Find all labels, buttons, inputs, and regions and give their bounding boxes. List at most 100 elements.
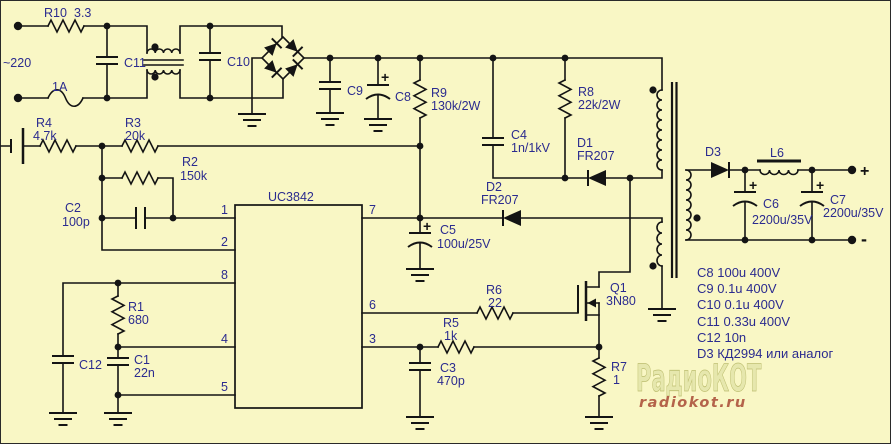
resistor-r6: R6 22 <box>475 283 515 321</box>
d2-value: FR207 <box>481 193 519 207</box>
r2-value: 150k <box>180 169 208 183</box>
c1-ref: C1 <box>134 353 150 367</box>
c6-ref: C6 <box>763 197 779 211</box>
fuse-f1: 1A <box>46 80 85 108</box>
d1-value: FR207 <box>577 149 615 163</box>
note-line: C11 0.33u 400V <box>697 314 790 329</box>
resistor-r3: R3 20k <box>120 116 160 154</box>
pin-1-label: 1 <box>221 203 228 217</box>
r4-ref: R4 <box>36 116 52 130</box>
c2-ref: C2 <box>65 201 81 215</box>
c5-plus-sign: + <box>423 218 431 234</box>
c2-value: 100p <box>62 215 90 229</box>
c7-ref: C7 <box>830 193 846 207</box>
capacitor-c6: + C6 2200u/35V <box>732 177 813 227</box>
c7-plus-sign: + <box>816 177 824 193</box>
resistor-r7: R7 1 <box>591 356 627 398</box>
r7-value: 1 <box>613 373 620 387</box>
r9-ref: R9 <box>431 86 447 100</box>
capacitor-c4: C4 1n/1kV <box>482 128 551 155</box>
d2-ref: D2 <box>486 180 502 194</box>
c6-plus-sign: + <box>749 177 757 193</box>
c8-plus-sign: + <box>381 69 389 85</box>
common-mode-choke <box>143 43 184 81</box>
pin-3-label: 3 <box>369 332 376 346</box>
battery-cell-symbol <box>10 128 25 164</box>
pin-8-label: 8 <box>221 268 228 282</box>
capacitor-c11: C11 <box>96 56 146 70</box>
r6-ref: R6 <box>486 283 502 297</box>
parts-notes: C8 100u 400V C9 0.1u 400V C10 0.1u 400V … <box>697 265 833 361</box>
r3-ref: R3 <box>125 116 141 130</box>
radiokot-url: radiokot.ru <box>639 395 747 411</box>
r1-ref: R1 <box>128 300 144 314</box>
capacitor-c8: + C8 <box>365 69 411 104</box>
c9-ref: C9 <box>347 84 363 98</box>
c6-value: 2200u/35V <box>752 213 813 227</box>
capacitor-c12: C12 <box>52 355 102 372</box>
r7-ref: R7 <box>611 360 627 374</box>
pin-4-label: 4 <box>221 332 228 346</box>
pin-5-label: 5 <box>221 380 228 394</box>
output-plus-sign: + <box>860 163 869 180</box>
c8-ref: C8 <box>395 90 411 104</box>
radiokot-logo: РадиоКОТ radiokot.ru <box>636 357 762 411</box>
mains-voltage-label: ~220 <box>3 56 31 70</box>
inductor-l6: L6 <box>757 146 801 176</box>
output-minus-sign: - <box>861 229 867 249</box>
output-terminal-plus <box>847 165 857 175</box>
note-line: C8 100u 400V <box>697 265 780 280</box>
ic-uc3842: UC3842 1 2 8 4 5 7 6 3 <box>221 190 376 409</box>
r8-ref: R8 <box>578 85 594 99</box>
q1-ref: Q1 <box>610 281 627 295</box>
d1-ref: D1 <box>577 136 593 150</box>
c10-ref: C10 <box>227 55 250 69</box>
mains-input: ~220 <box>3 21 31 103</box>
mosfet-q1: Q1 3N80 <box>577 281 636 321</box>
transformer-t1 <box>649 82 701 278</box>
output-terminal-minus <box>847 235 857 245</box>
r10-ref: R10 <box>44 6 67 20</box>
c5-value: 100u/25V <box>437 237 491 251</box>
r6-value: 22 <box>488 296 502 310</box>
c11-ref: C11 <box>124 56 146 70</box>
r2-ref: R2 <box>182 155 198 169</box>
resistor-r10: R10 3.3 <box>44 6 91 34</box>
resistor-r2: R2 150k <box>120 155 208 186</box>
capacitor-c3: C3 470p <box>409 361 465 388</box>
primary-polarity-dot <box>649 86 657 94</box>
choke-polarity-dot-top <box>151 43 159 51</box>
note-line: C12 10n <box>697 330 746 345</box>
r9-value: 130k/2W <box>431 99 481 113</box>
diode-d2: D2 FR207 <box>481 180 521 226</box>
capacitor-c9: C9 <box>319 81 363 98</box>
r5-ref: R5 <box>443 316 459 330</box>
note-line: C9 0.1u 400V <box>697 281 777 296</box>
output-terminals: + - <box>847 163 869 249</box>
c7-value: 2200u/35V <box>823 206 884 220</box>
capacitor-c5: + C5 100u/25V <box>407 218 491 251</box>
diode-d3: D3 <box>705 145 730 178</box>
resistor-r8: R8 22k/2W <box>557 78 621 120</box>
aux-polarity-dot <box>649 262 657 270</box>
bridge-rectifier <box>260 35 306 81</box>
input-terminal-top <box>13 21 23 31</box>
r5-value: 1k <box>444 329 458 343</box>
resistor-r9: R9 130k/2W <box>412 78 481 120</box>
c4-ref: C4 <box>511 128 527 142</box>
resistor-r5: R5 1k <box>436 316 476 355</box>
r8-value: 22k/2W <box>578 98 621 112</box>
radiokot-logo-text: РадиоКОТ <box>636 358 762 401</box>
q1-value: 3N80 <box>606 294 636 308</box>
capacitor-c7: + C7 2200u/35V <box>799 177 884 220</box>
pin-7-label: 7 <box>369 203 376 217</box>
l6-ref: L6 <box>770 146 784 160</box>
c3-value: 470p <box>437 374 465 388</box>
capacitor-c10: C10 <box>199 52 250 69</box>
r4-value: 4.7k <box>33 129 57 143</box>
c5-ref: C5 <box>440 223 456 237</box>
c3-ref: C3 <box>440 361 456 375</box>
c12-ref: C12 <box>79 358 102 372</box>
